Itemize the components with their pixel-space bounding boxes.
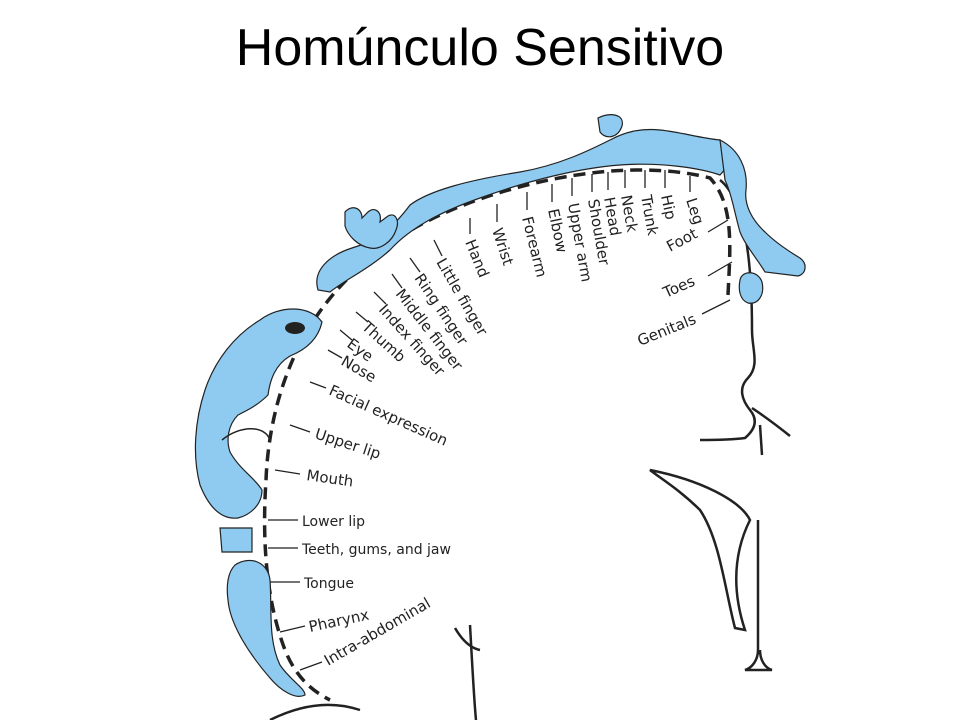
label-mouth: Mouth: [305, 466, 354, 490]
homunculus-mouth-line: [221, 428, 271, 441]
homunculus-tongue: [226, 559, 306, 697]
homunculus-eye: [285, 322, 305, 334]
homunculus-leg: [719, 138, 806, 277]
homunculus-head-top: [597, 114, 623, 138]
label-foot: Foot: [663, 224, 700, 255]
label-teeth-gums-jaw: Teeth, gums, and jaw: [301, 542, 451, 558]
label-hand: Hand: [461, 237, 492, 280]
homunculus-torso-arm: [316, 128, 729, 293]
homunculus-genitals: [738, 272, 764, 304]
label-leg: Leg: [682, 196, 707, 227]
label-lower-lip: Lower lip: [302, 514, 365, 530]
homunculus-hand: [344, 207, 399, 249]
label-upper-lip: Upper lip: [313, 425, 383, 463]
label-tongue: Tongue: [303, 576, 354, 592]
label-ticks: [268, 170, 733, 671]
label-genitals: Genitals: [635, 310, 699, 350]
label-hip: Hip: [657, 193, 680, 221]
label-intra-abdominal: Intra-abdominal: [321, 594, 434, 669]
label-toes: Toes: [659, 272, 697, 302]
label-forearm: Forearm: [518, 215, 550, 280]
homunculus-jaw: [219, 527, 253, 553]
page-title: Homúnculo Sensitivo: [235, 19, 725, 77]
label-wrist: Wrist: [488, 226, 517, 268]
homunculus-face: [194, 308, 323, 519]
homunculus-figure: [194, 114, 806, 697]
